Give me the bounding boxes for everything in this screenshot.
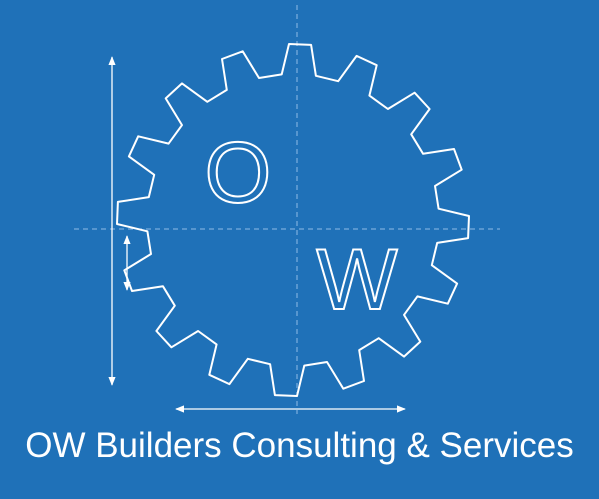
gear-icon — [116, 43, 470, 397]
logo-letter-w: W — [316, 232, 397, 328]
company-name: OW Builders Consulting & Services — [25, 426, 574, 465]
logo-letter-o: O — [205, 125, 272, 221]
